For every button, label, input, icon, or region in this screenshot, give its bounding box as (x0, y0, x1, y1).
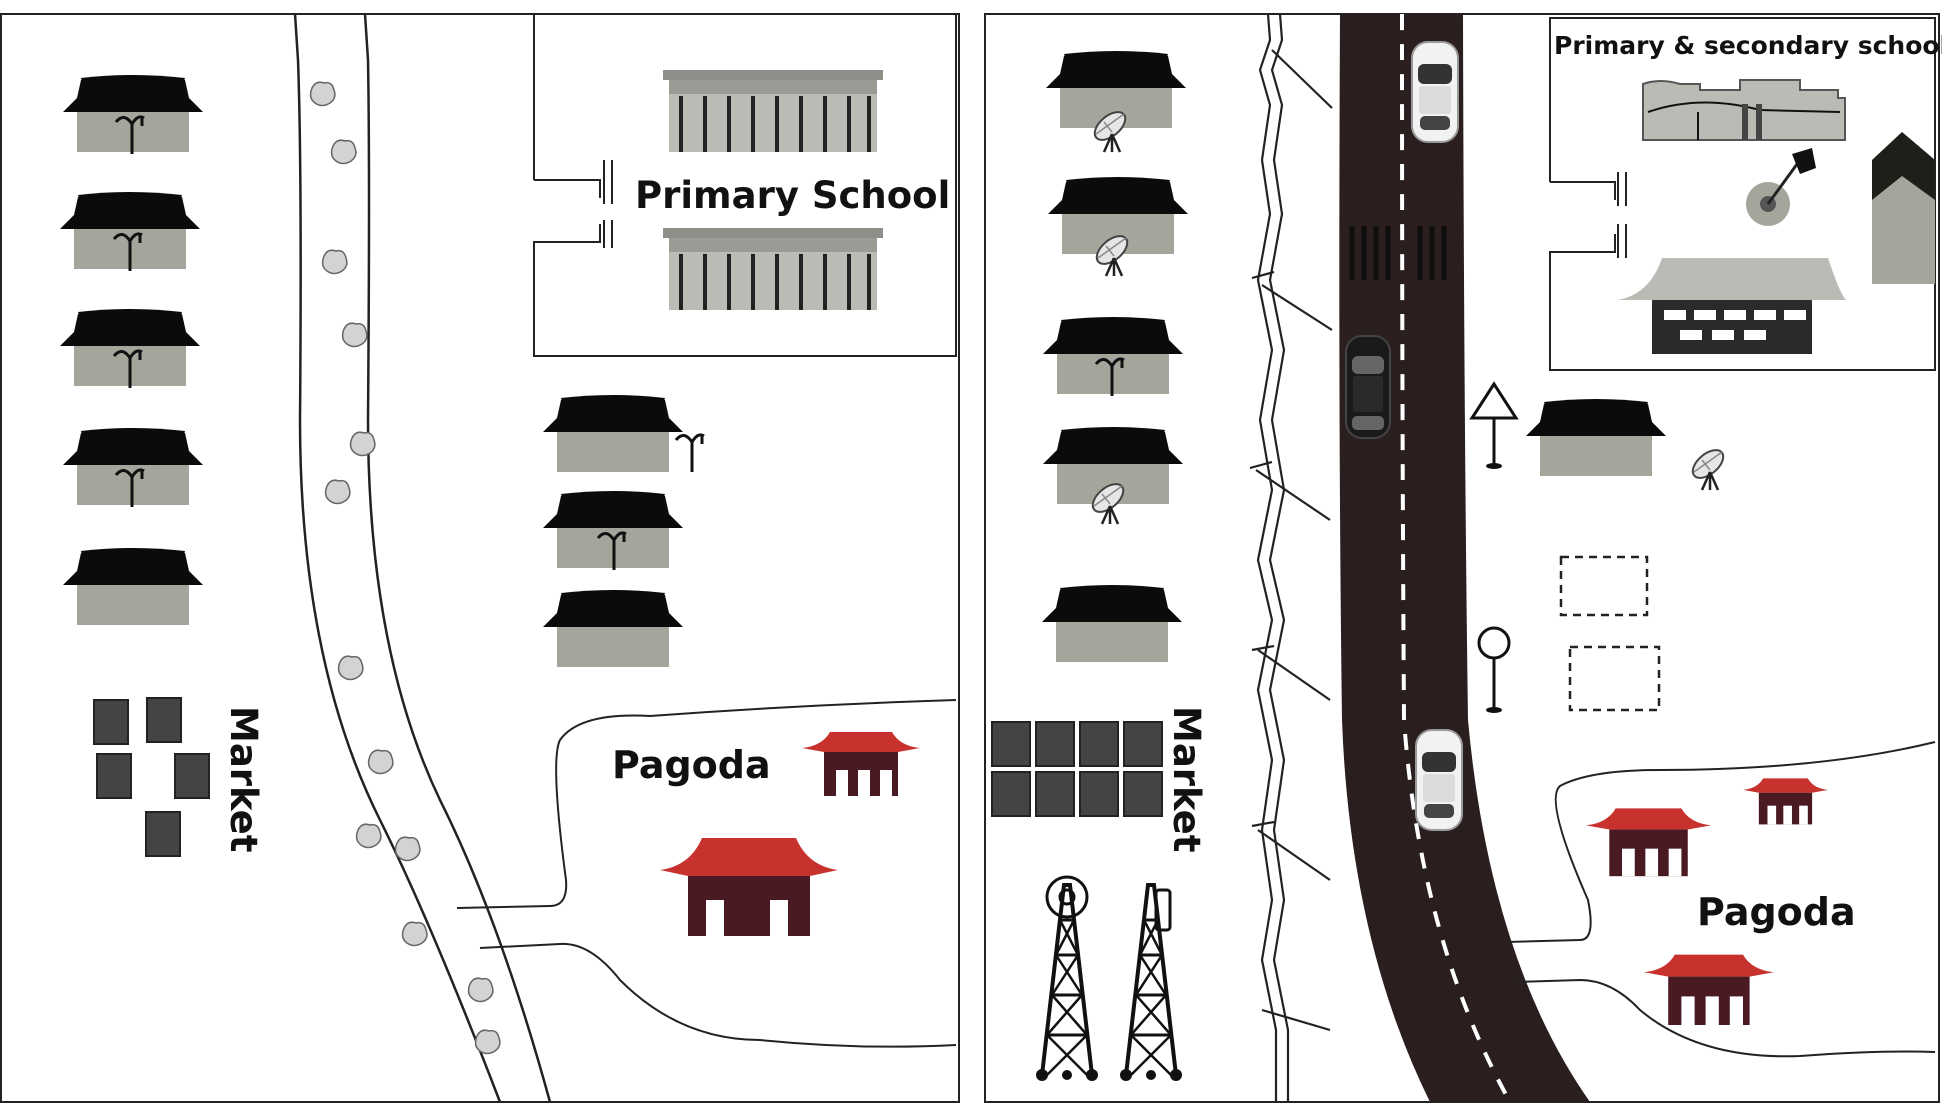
school-label: Primary & secondary school (1554, 31, 1942, 60)
market-stall-icon (991, 721, 1163, 817)
footpath (293, 13, 552, 1103)
road (1339, 13, 1590, 1103)
map-left: Primary School Pagoda Market (0, 13, 960, 1103)
school-building-icon (1618, 258, 1846, 354)
market: Market (991, 706, 1208, 852)
school-building-icon (661, 68, 885, 154)
map-right: Market Primary & secondary school (984, 13, 1942, 1103)
radio-tower-icon (1034, 875, 1100, 1083)
pagoda-area: Pagoda (456, 699, 957, 1048)
car-icon (1411, 41, 1459, 143)
plot-outline (1559, 555, 1649, 617)
sign-icon (1469, 381, 1519, 469)
pagoda-area: Pagoda (1505, 741, 1936, 1058)
school-building-icon (1872, 132, 1935, 284)
primary-secondary-school: Primary & secondary school (1549, 17, 1942, 371)
market-stall-icon (93, 697, 210, 857)
school-label: Primary School (635, 174, 950, 217)
house-icon (1526, 399, 1666, 476)
market-label: Market (1165, 706, 1208, 852)
school-building-icon (1642, 79, 1846, 141)
pagoda-label: Pagoda (1697, 890, 1856, 934)
car-icon (1345, 335, 1391, 439)
crosswalk (1349, 226, 1447, 280)
car-icon (1415, 729, 1463, 831)
market-label: Market (222, 706, 265, 852)
embankment (1249, 13, 1333, 1102)
cell-tower-icon (1118, 883, 1184, 1083)
primary-school: Primary School (533, 13, 957, 357)
market: Market (93, 697, 265, 857)
plot-outline (1568, 645, 1661, 712)
sports-icon (1746, 148, 1816, 226)
pagoda-label: Pagoda (612, 743, 771, 787)
sign-icon (1477, 626, 1511, 713)
